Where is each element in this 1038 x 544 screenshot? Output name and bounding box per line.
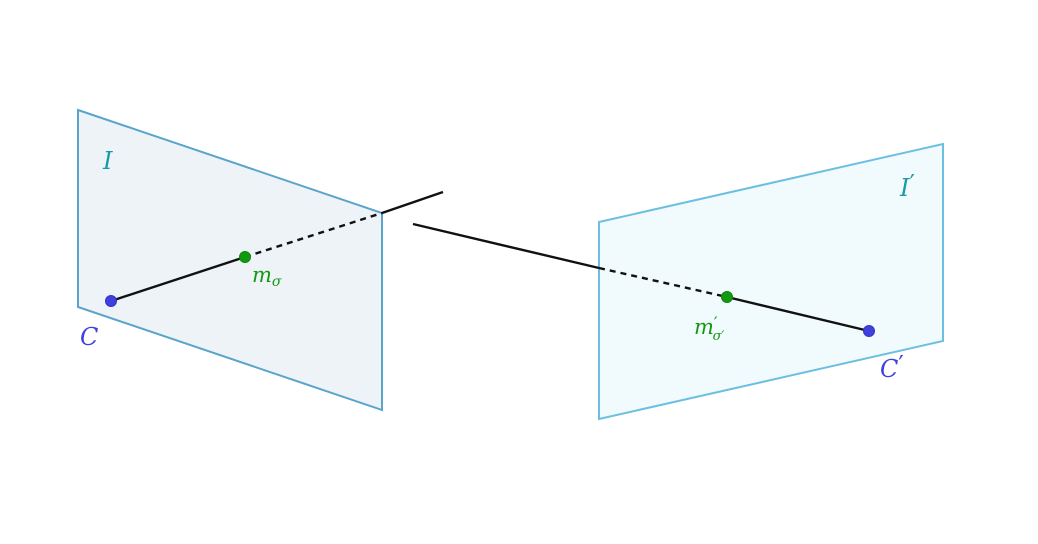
image-plane-right-border bbox=[598, 142, 944, 421]
projection-left-label-subscript: σ bbox=[272, 274, 282, 290]
ray-left-outer-segment bbox=[381, 190, 444, 215]
camera-center-right-label: C′ bbox=[880, 351, 904, 383]
image-plane-left-label: I bbox=[102, 147, 113, 175]
camera-center-left-point bbox=[105, 295, 117, 307]
image-plane-left-surface bbox=[78, 110, 382, 410]
image-plane-right-label-prime: ′ bbox=[909, 170, 914, 198]
projection-right-label-text: m bbox=[694, 315, 714, 339]
image-plane-left-border bbox=[77, 108, 383, 412]
image-plane-right bbox=[598, 142, 944, 421]
projection-right-point bbox=[721, 291, 733, 303]
ray-right-inner-segment bbox=[726, 295, 870, 333]
ray-left-occluded-segment bbox=[244, 211, 383, 259]
image-plane-left-label-text: I bbox=[102, 147, 113, 175]
camera-center-right-point bbox=[863, 325, 875, 337]
projection-right-label-subscript: σ′ bbox=[713, 329, 725, 344]
ray-right-outer-segment bbox=[412, 222, 600, 270]
camera-center-left-label: C bbox=[80, 323, 98, 351]
image-plane-left bbox=[77, 108, 383, 412]
projection-left-point bbox=[239, 251, 251, 263]
image-plane-right-label: I′ bbox=[899, 170, 915, 202]
camera-center-right-label-text: C bbox=[880, 355, 898, 383]
image-plane-right-surface bbox=[599, 144, 943, 419]
projection-right-label: m′σ′ bbox=[694, 313, 724, 344]
image-plane-right-label-text: I bbox=[899, 174, 910, 202]
ray-left bbox=[110, 190, 444, 303]
ray-left-inner-segment bbox=[110, 255, 246, 303]
projection-right-label-prime: ′ bbox=[714, 313, 718, 332]
camera-center-right-label-prime: ′ bbox=[898, 351, 903, 379]
projection-left-label-text: m bbox=[252, 263, 272, 287]
ray-right bbox=[412, 222, 870, 333]
camera-center-left-label-text: C bbox=[80, 323, 98, 351]
projection-left-label: mσ bbox=[252, 263, 282, 290]
